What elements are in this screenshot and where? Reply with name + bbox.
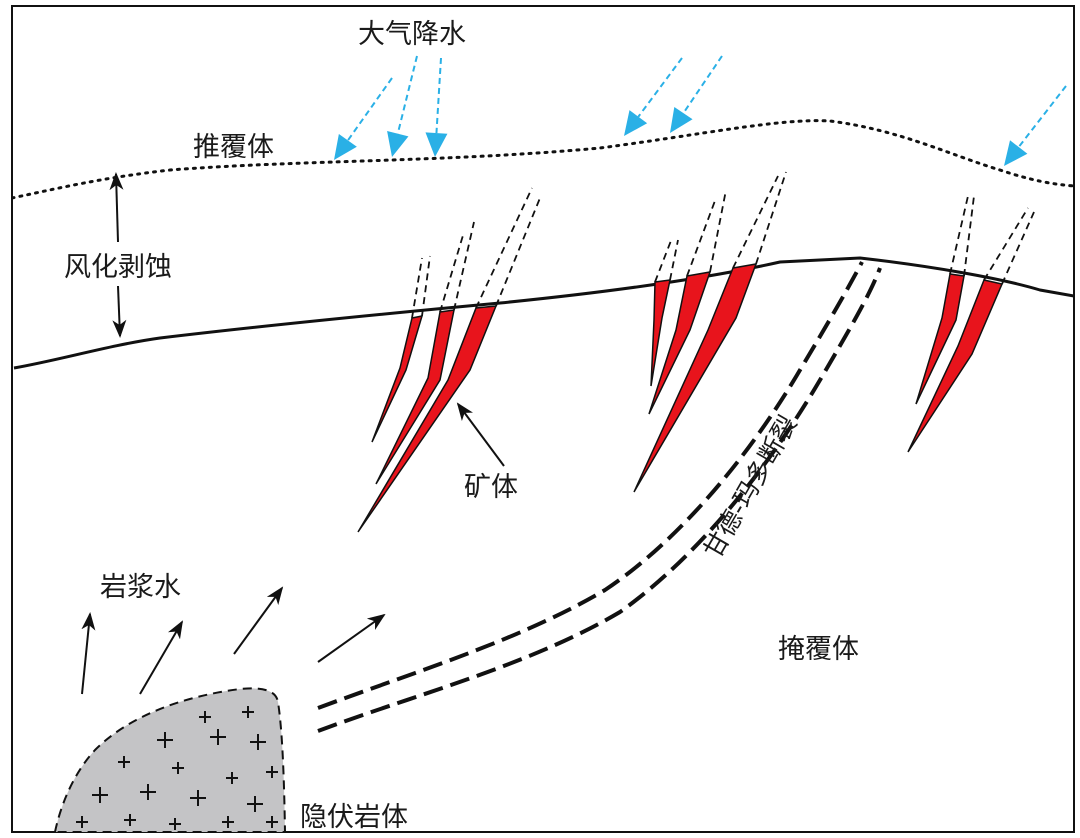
label-weathering: 风化剥蚀 [64,252,172,283]
label-precipitation: 大气降水 [358,19,466,50]
plus-sign [172,762,184,774]
thrust-nappe-boundary [12,119,1074,200]
ore-vein [371,315,424,443]
ore-vein [648,271,712,415]
plus-sign [169,818,181,830]
magmatic-water-arrows [81,586,386,695]
concealed-intrusion-body [53,687,287,832]
ore-vein [375,309,455,485]
precipitation-arrow-shaft [682,55,723,114]
plus-sign [190,790,206,806]
plus-sign [118,756,130,768]
plus-sign [157,732,173,748]
precipitation-arrow-shaft [347,77,393,141]
ore-vein [650,279,671,387]
plus-sign [210,729,226,745]
precipitation-arrow-shaft [435,57,442,134]
precipitation-arrow-head [334,134,357,160]
ore-vein [357,305,498,533]
precipitation-arrow-head [670,106,693,133]
ore-projections [411,171,1035,319]
label-concealed-intrusion: 隐伏岩体 [300,802,408,833]
plus-sign [140,784,156,800]
intrusion-plus-signs [76,706,278,830]
plus-sign [76,816,88,828]
plus-sign [222,816,234,828]
ore-bodies [357,263,1004,533]
ore-body-pointer-arrow [456,402,505,467]
precipitation-arrow-head [624,110,648,136]
precipitation-arrow-head [387,131,409,157]
fault-line-b [317,267,882,733]
precipitation-arrow-shaft [1017,85,1067,148]
plus-sign [266,816,278,828]
precipitation-arrows [334,55,1067,166]
plus-sign [92,787,108,803]
plus-sign [247,796,263,812]
fault-line-a [317,261,864,710]
ore-vein [633,263,758,493]
weathering-double-arrow [109,172,127,338]
plus-sign [226,772,238,784]
frame-border [11,5,1075,833]
precipitation-arrow-shaft [396,55,418,134]
precipitation-arrow-head [425,132,448,157]
weathering-surface-line [13,256,1074,370]
plus-sign [124,814,136,826]
label-magmatic-water: 岩浆水 [100,572,181,603]
ore-vein [915,273,965,405]
plus-sign [250,734,266,750]
precipitation-arrow-shaft [637,57,683,118]
ore-vein [907,279,1004,453]
label-cover: 掩覆体 [778,634,859,665]
plus-sign [266,766,278,778]
label-ore-body: 矿体 [464,472,518,503]
label-thrust-nappe: 推覆体 [193,132,274,163]
precipitation-arrow-head [1004,140,1028,166]
plus-sign [199,711,211,723]
plus-sign [242,706,254,718]
